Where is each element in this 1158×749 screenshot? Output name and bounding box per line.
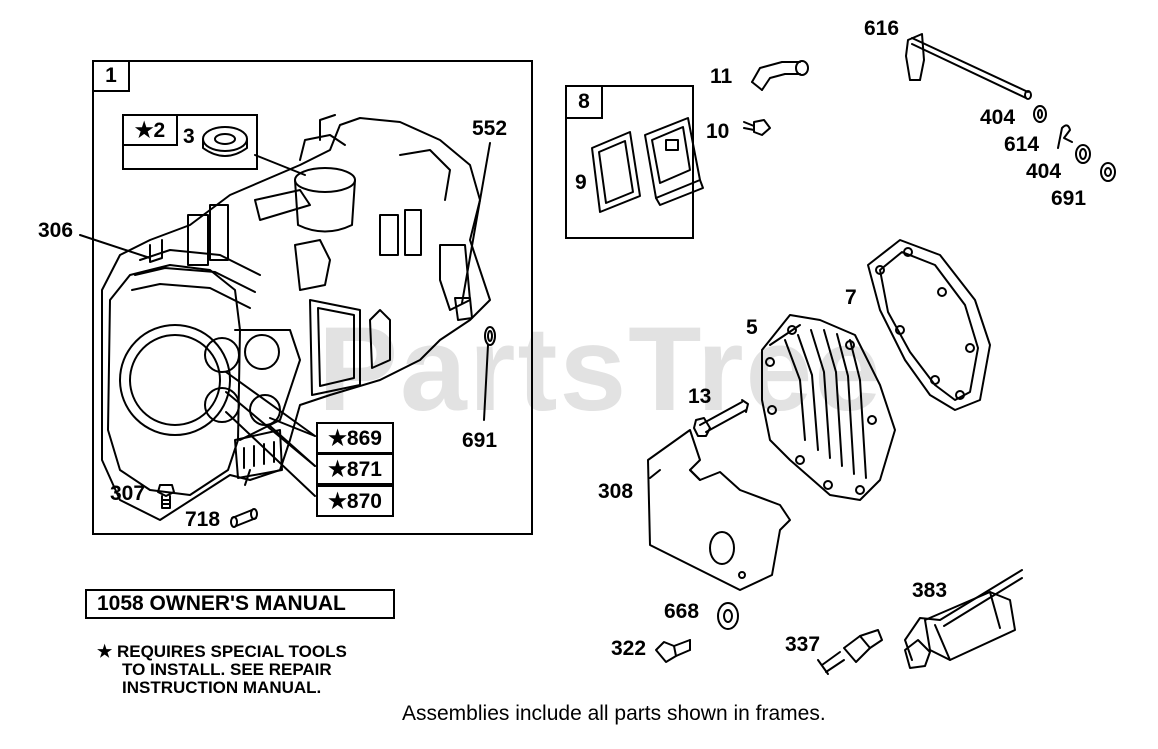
frame-2-tag: ★2 xyxy=(122,114,178,146)
watermark: PartsTree xyxy=(318,302,884,436)
label-322: 322 xyxy=(611,637,647,660)
spark-plug-drawing xyxy=(817,629,883,675)
label-307: 307 xyxy=(110,482,146,505)
frame-8-tag: 8 xyxy=(565,85,603,119)
washers-drawing xyxy=(1033,105,1116,182)
head-bolt-drawing xyxy=(693,399,749,437)
engine-block-drawing xyxy=(101,114,491,521)
label-870: ★870 xyxy=(316,485,394,517)
assemblies-caption: Assemblies include all parts shown in fr… xyxy=(402,702,826,725)
dowel-718-drawing xyxy=(230,508,258,528)
screw-322-drawing xyxy=(655,639,691,663)
ring-691-drawing xyxy=(484,326,496,346)
special-tools-note-line-2: TO INSTALL. SEE REPAIR xyxy=(122,660,332,679)
label-718: 718 xyxy=(185,508,221,531)
cylinder-head-drawing xyxy=(761,314,896,501)
label-11: 11 xyxy=(710,65,733,88)
label-404-top: 404 xyxy=(980,106,1016,129)
head-gasket-drawing xyxy=(867,239,991,411)
label-552: 552 xyxy=(472,117,508,140)
label-10: 10 xyxy=(706,120,730,143)
screw-307-drawing xyxy=(157,484,175,509)
frame-breather xyxy=(565,85,694,239)
label-869: ★869 xyxy=(316,422,394,454)
seal-drawing xyxy=(202,126,248,157)
owners-manual-box: 1058 OWNER'S MANUAL xyxy=(85,589,395,619)
air-guide-drawing xyxy=(647,429,791,591)
plug-wrench-drawing xyxy=(904,569,1023,669)
label-308: 308 xyxy=(598,480,634,503)
label-616: 616 xyxy=(864,17,900,40)
label-668: 668 xyxy=(664,600,700,623)
label-9: 9 xyxy=(575,171,587,194)
washer-668-drawing xyxy=(717,602,739,630)
label-404-bottom: 404 xyxy=(1026,160,1062,183)
screw-10-drawing xyxy=(743,119,771,136)
special-tools-note-line-3: INSTRUCTION MANUAL. xyxy=(122,678,322,697)
breather-gasket-drawing xyxy=(591,117,704,213)
special-tools-note-line-1: ★ REQUIRES SPECIAL TOOLS xyxy=(97,642,347,661)
frame-1-tag: 1 xyxy=(92,60,130,92)
frame-engine-block xyxy=(92,60,533,535)
breather-tube-drawing xyxy=(751,60,809,91)
label-871: ★871 xyxy=(316,453,394,485)
label-7: 7 xyxy=(845,286,857,309)
label-691-governor: 691 xyxy=(1051,187,1087,210)
label-3: 3 xyxy=(183,125,195,148)
label-614: 614 xyxy=(1004,133,1040,156)
leader-lines-block xyxy=(79,142,491,497)
label-5: 5 xyxy=(746,316,758,339)
label-306: 306 xyxy=(38,219,74,242)
label-691-block: 691 xyxy=(462,429,498,452)
governor-shaft-drawing xyxy=(905,33,1032,100)
label-383: 383 xyxy=(912,579,948,602)
label-13: 13 xyxy=(688,385,712,408)
label-337: 337 xyxy=(785,633,821,656)
